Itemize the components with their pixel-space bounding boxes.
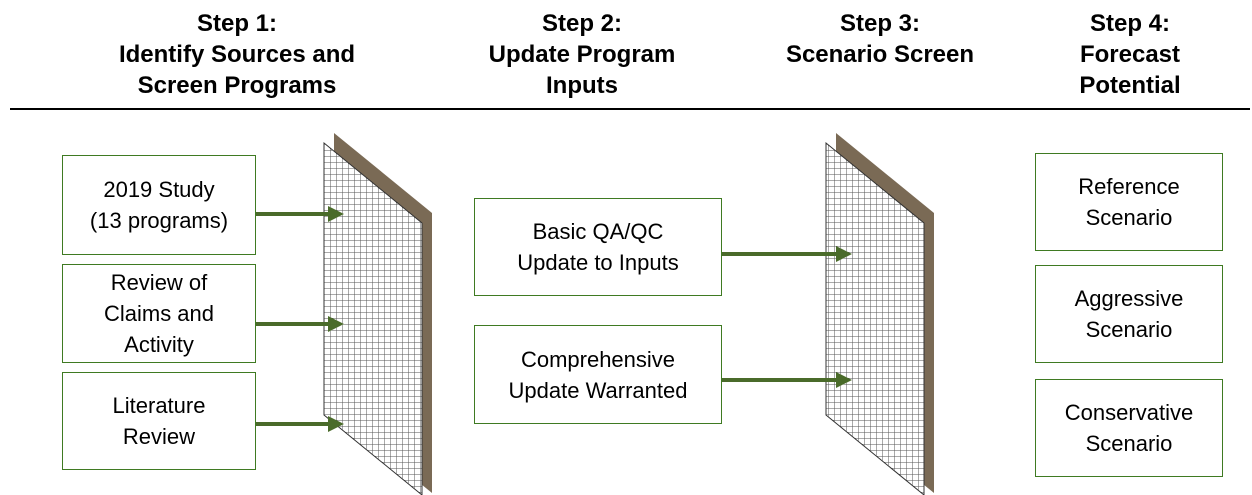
step-1-header: Step 1: Identify Sources and Screen Prog…: [82, 8, 392, 101]
source-box-2019-study: 2019 Study (13 programs): [62, 155, 256, 255]
step-4-title-line-2: Potential: [1079, 72, 1181, 99]
source-claims-line-2: Claims and: [103, 301, 215, 326]
screen-2-mesh: [825, 141, 925, 495]
update-comprehensive-line-1: Comprehensive: [520, 346, 676, 372]
step-2-header: Step 2: Update Program Inputs: [452, 8, 712, 101]
source-claims-line-1: Review of: [110, 270, 208, 295]
scenario-reference-line-2: Scenario: [1085, 205, 1173, 230]
source-box-literature-review: Literature Review: [62, 372, 256, 470]
screen-filter-2: [825, 133, 934, 495]
step-4-header: Step 4: Forecast Potential: [1040, 8, 1220, 101]
step-1-title-line-2: Screen Programs: [137, 72, 337, 99]
source-2019-line-1: 2019 Study: [103, 177, 215, 202]
step-2-title-line-1: Update Program: [488, 41, 676, 68]
step-4-label: Step 4:: [1089, 10, 1170, 37]
update-box-comprehensive: Comprehensive Update Warranted: [474, 325, 722, 424]
screen-filter-1: [323, 133, 432, 495]
step-4-title-line-1: Forecast: [1079, 41, 1181, 68]
source-literature-line-2: Review: [122, 424, 196, 449]
update-basic-line-2: Update to Inputs: [517, 250, 679, 275]
step-2-label: Step 2:: [541, 10, 622, 37]
step-3-header: Step 3: Scenario Screen: [760, 8, 1000, 70]
update-basic-line-1: Basic QA/QC: [532, 219, 664, 244]
scenario-conservative-line-2: Scenario: [1085, 431, 1173, 456]
source-box-claims-review: Review of Claims and Activity: [62, 264, 256, 363]
step-1-title-line-1: Identify Sources and: [118, 41, 356, 68]
step-1-label: Step 1:: [196, 10, 277, 37]
scenario-box-reference: Reference Scenario: [1035, 153, 1223, 251]
update-box-basic-qaqc: Basic QA/QC Update to Inputs: [474, 198, 722, 296]
scenario-reference-line-1: Reference: [1078, 174, 1180, 199]
scenario-aggressive-line-2: Scenario: [1085, 317, 1173, 342]
source-2019-line-2: (13 programs): [89, 208, 229, 233]
scenario-box-aggressive: Aggressive Scenario: [1035, 265, 1223, 363]
scenario-box-conservative: Conservative Scenario: [1035, 379, 1223, 477]
step-2-title-line-2: Inputs: [546, 72, 618, 99]
source-literature-line-1: Literature: [112, 393, 206, 418]
step-3-title-line-1: Scenario Screen: [785, 41, 975, 68]
header-divider: [10, 108, 1250, 110]
scenario-aggressive-line-1: Aggressive: [1074, 286, 1184, 311]
source-claims-line-3: Activity: [124, 332, 194, 357]
update-comprehensive-line-2: Update Warranted: [508, 377, 688, 403]
step-3-label: Step 3:: [839, 10, 920, 37]
scenario-conservative-line-1: Conservative: [1064, 400, 1194, 425]
